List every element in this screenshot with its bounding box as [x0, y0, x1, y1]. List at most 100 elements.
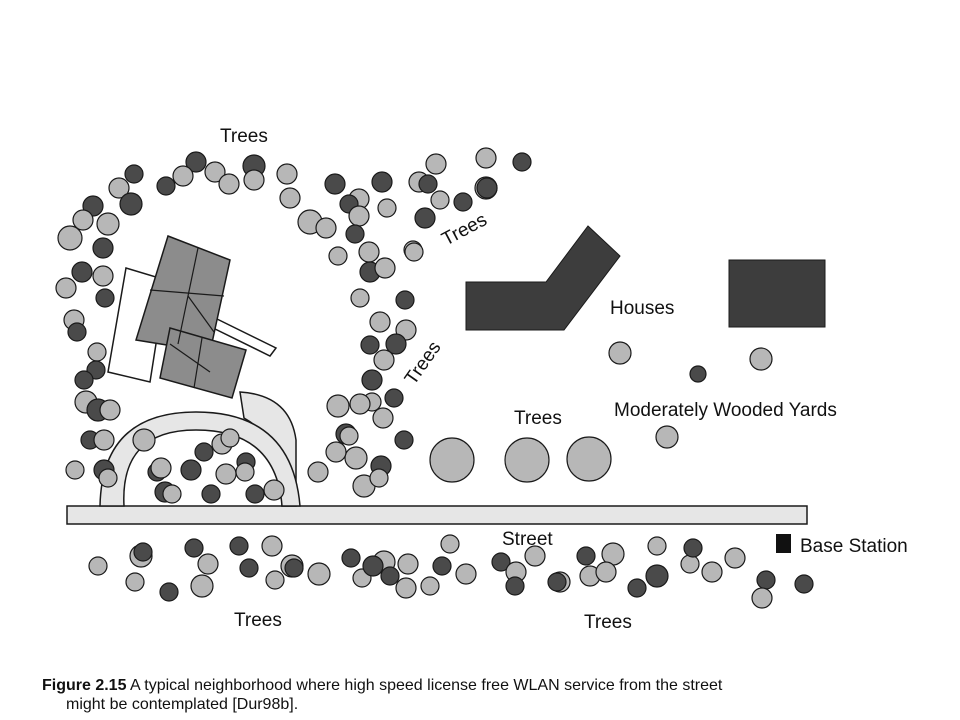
tree: [504, 437, 550, 483]
tree: [724, 547, 746, 569]
tree: [261, 535, 283, 557]
tree: [425, 153, 447, 175]
label-base-station: Base Station: [800, 536, 908, 557]
tree: [201, 484, 221, 504]
label-moderately-wooded-yards: Moderately Wooded Yards: [614, 400, 837, 421]
tree: [71, 261, 93, 283]
tree: [350, 288, 370, 308]
tree: [132, 428, 156, 452]
tree: [325, 441, 347, 463]
tree: [385, 333, 407, 355]
tree: [88, 556, 108, 576]
tree: [645, 564, 669, 588]
label-street: Street: [502, 529, 553, 550]
tree: [65, 460, 85, 480]
tree: [377, 198, 397, 218]
tree: [339, 426, 359, 446]
label-trees-diagonal-upper: Trees: [438, 209, 490, 250]
tree: [749, 347, 773, 371]
label-trees-center: Trees: [514, 408, 562, 429]
caption-figure-number: Figure 2.15: [42, 677, 127, 694]
tree: [279, 187, 301, 209]
neighborhood-diagram: Trees Trees Trees Trees Houses Moderatel…: [55, 126, 908, 633]
tree: [362, 555, 384, 577]
house-roof-lines: [149, 247, 225, 389]
trees-layer: [55, 147, 814, 609]
tree: [794, 574, 814, 594]
tree: [218, 173, 240, 195]
tree: [92, 237, 114, 259]
tree: [475, 147, 497, 169]
tree: [440, 534, 460, 554]
tree: [92, 265, 114, 287]
tree: [344, 446, 368, 470]
tree: [180, 459, 202, 481]
tree: [751, 587, 773, 609]
tree: [124, 164, 144, 184]
tree: [361, 369, 383, 391]
label-trees-bottom-right: Trees: [584, 612, 632, 633]
tree: [395, 577, 417, 599]
tree: [756, 570, 776, 590]
tree: [326, 394, 350, 418]
tree: [683, 538, 703, 558]
tree: [432, 556, 452, 576]
tree: [369, 468, 389, 488]
tree: [150, 457, 172, 479]
tree: [74, 370, 94, 390]
tree: [420, 576, 440, 596]
tree: [263, 479, 285, 501]
tree: [655, 425, 679, 449]
tree: [220, 428, 240, 448]
tree: [125, 572, 145, 592]
tree: [547, 572, 567, 592]
tree: [96, 212, 120, 236]
tree: [371, 171, 393, 193]
tree: [341, 548, 361, 568]
tree: [245, 484, 265, 504]
tree: [701, 561, 723, 583]
tree: [315, 217, 337, 239]
tree: [512, 152, 532, 172]
tree: [204, 161, 226, 183]
base-station-marker: [776, 534, 791, 553]
tree: [349, 393, 371, 415]
tree: [397, 553, 419, 575]
tree: [418, 174, 438, 194]
caption-line-1: A typical neighborhood where high speed …: [130, 677, 723, 694]
tree: [680, 554, 700, 574]
label-trees-top: Trees: [220, 126, 268, 147]
tree: [55, 277, 77, 299]
tree: [99, 399, 121, 421]
tree: [360, 335, 380, 355]
tree: [215, 463, 237, 485]
tree: [307, 562, 331, 586]
tree: [95, 288, 115, 308]
tree: [430, 190, 450, 210]
house-right: [728, 259, 826, 328]
tree: [384, 388, 404, 408]
tree: [307, 461, 329, 483]
tree: [576, 546, 596, 566]
tree: [190, 574, 214, 598]
tree: [505, 576, 525, 596]
tree: [380, 566, 400, 586]
tree: [284, 558, 304, 578]
tree: [476, 177, 498, 199]
tree: [184, 538, 204, 558]
tree: [566, 436, 612, 482]
tree: [358, 241, 380, 263]
tree: [394, 430, 414, 450]
tree: [119, 192, 143, 216]
tree: [429, 437, 475, 483]
main-house-roof-lower: [159, 327, 247, 399]
tree: [156, 176, 176, 196]
tree: [159, 582, 179, 602]
tree: [239, 558, 259, 578]
tree: [67, 322, 87, 342]
tree: [162, 484, 182, 504]
tree: [455, 563, 477, 585]
tree: [595, 561, 617, 583]
label-trees-diagonal-middle: Trees: [401, 338, 446, 389]
tree: [328, 246, 348, 266]
